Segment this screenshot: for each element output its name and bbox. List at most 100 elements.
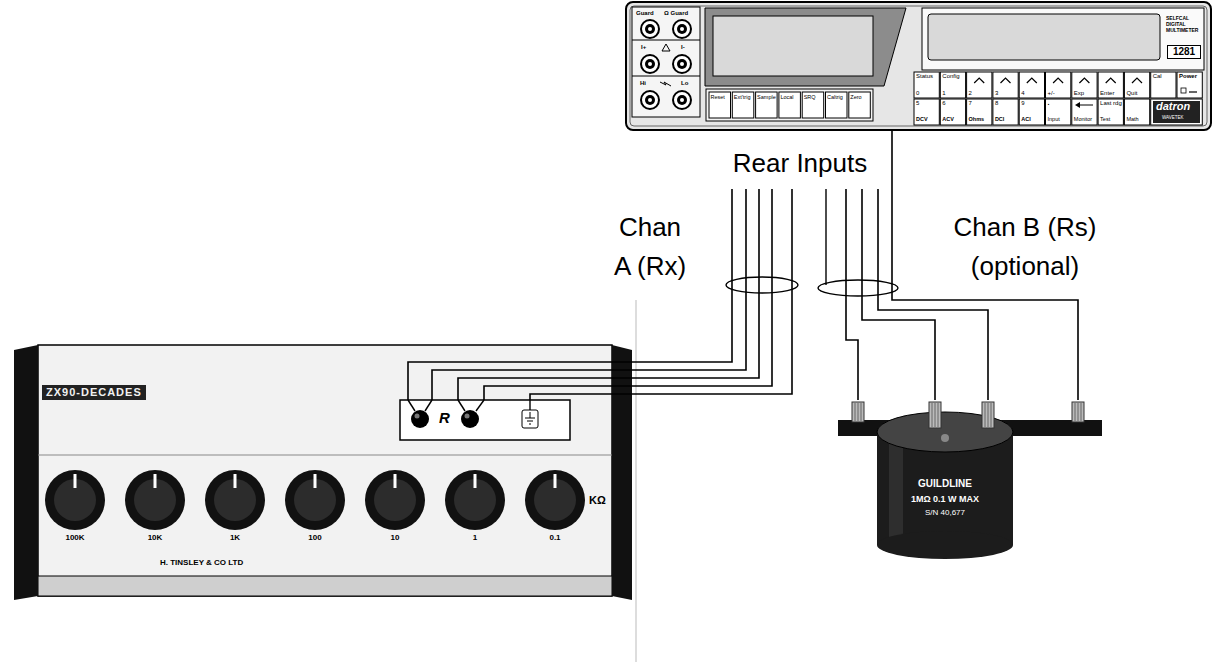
key-symbol-part <box>1181 88 1186 93</box>
keypad-key-part <box>1019 72 1044 98</box>
keypad-key-part <box>1046 72 1071 98</box>
key-label: Local <box>780 94 793 100</box>
key-label: Ext'trig <box>734 94 751 100</box>
maker-logo <box>1151 99 1203 125</box>
terminal-plate-part <box>458 400 465 411</box>
input-terminal-part <box>677 24 687 34</box>
brand-name: GUILDLINE <box>880 478 1010 490</box>
decade-dial-part <box>125 470 185 530</box>
keypad-key-part <box>1046 99 1071 125</box>
function-key-part <box>756 92 778 118</box>
cursor-chevron-part <box>1053 78 1063 83</box>
maker-logo-part <box>1151 99 1203 125</box>
input-terminal-part <box>680 27 684 31</box>
key-label-slot: Exp <box>1074 90 1084 97</box>
decade-dial-part <box>74 474 77 488</box>
key-label: Reset <box>711 94 725 100</box>
key-label-slot: DCV <box>916 116 928 122</box>
key-label: ACI <box>1021 116 1030 122</box>
keypad-key-part <box>1072 72 1097 98</box>
standard-resistor-body-part <box>982 402 994 428</box>
model-caption-slot: SELFCAL DIGITAL MULTIMETER <box>1166 16 1204 33</box>
cursor-chevron <box>974 78 1142 83</box>
key-label: Zero <box>850 94 861 100</box>
input-terminal-part <box>680 98 684 102</box>
function-key-part <box>849 92 871 118</box>
key-label-slot: 0 <box>916 90 919 97</box>
input-terminal-part <box>677 95 687 105</box>
logo-text: datron <box>1156 100 1190 113</box>
channel-label: Chan B (Rs) (optional) <box>945 208 1105 286</box>
wire <box>432 130 746 400</box>
decade-dial <box>45 470 585 530</box>
dial-label: 1K <box>205 533 265 542</box>
key-label-slot: Quit <box>1126 90 1137 97</box>
channel-label: Chan A (Rx) <box>610 208 690 286</box>
terminal-label: I+ <box>641 44 646 51</box>
standard-resistor-body-part <box>1075 403 1076 421</box>
terminal-plate-part <box>461 410 479 428</box>
terminal-letter-slot: R <box>439 409 450 426</box>
key-label: 8 <box>995 100 998 107</box>
standard-resistor-body-part <box>991 403 992 427</box>
dial-label-slot: 100K <box>45 533 105 542</box>
key-label-slot: Caltrig <box>827 94 843 100</box>
dial-label-slot: 1 <box>445 533 505 542</box>
input-terminal-part <box>641 20 659 38</box>
rating-label: 1MΩ 0.1 W MAX <box>880 494 1010 504</box>
terminal-plate-part <box>408 400 415 411</box>
photo-seam-part <box>636 300 637 662</box>
input-terminal <box>641 20 691 109</box>
key-label-slot: Ext'trig <box>734 94 751 100</box>
decade-dial-part <box>205 470 265 530</box>
model-number: 1281 <box>1167 45 1201 59</box>
function-key-part <box>732 92 754 118</box>
key-label-slot: Local <box>780 94 793 100</box>
function-key-part <box>709 92 731 118</box>
terminal-plate-part <box>400 400 570 440</box>
standard-resistor-body-part <box>929 402 941 428</box>
key-label-slot: 7 <box>969 100 972 107</box>
keypad-key-part <box>1177 72 1202 98</box>
input-terminal-part <box>641 55 659 73</box>
standard-resistor-body-part <box>932 403 933 427</box>
terminal-plate-part <box>529 424 531 425</box>
key-label: Cal <box>1153 73 1162 80</box>
standard-resistor: GUILDLINE1MΩ 0.1 W MAXS/N 40,677 <box>835 400 1105 550</box>
key-symbol-part <box>1189 91 1197 92</box>
terminal-plate-part <box>465 414 470 419</box>
multimeter-housing <box>626 2 1211 130</box>
terminal-label-slot: Hi <box>640 80 646 87</box>
dial-label-slot: 10 <box>365 533 425 542</box>
key-symbol-part <box>1078 105 1093 106</box>
key-label: Status <box>916 73 933 80</box>
function-key-part <box>706 89 873 121</box>
key-label-slot: ACV <box>942 116 954 122</box>
decade-box: ZX90-DECADESH. TINSLEY & CO LTDR <box>10 345 635 600</box>
dial-label-slot: 1K <box>205 533 265 542</box>
multimeter: SELFCAL DIGITAL MULTIMETER 1281 <box>625 2 1212 130</box>
key-label: Math <box>1126 116 1138 122</box>
function-key-part <box>802 92 824 118</box>
function-key-part <box>826 92 848 118</box>
key-label-slot: 9 <box>1021 100 1024 107</box>
key-label-slot: Cal <box>1153 73 1162 80</box>
key-label-slot: . <box>1048 99 1050 107</box>
standard-resistor-body-part <box>1078 403 1079 421</box>
key-label: Exp <box>1074 90 1084 97</box>
dial-label-slot: 100 <box>285 533 345 542</box>
decade-box-body-part <box>38 345 612 596</box>
maker-name-slot: H. TINSLEY & CO LTD <box>160 558 243 567</box>
key-label-slot: 1 <box>942 90 945 97</box>
model-number-slot: 1281 <box>1167 45 1201 59</box>
terminal-plate-part <box>527 421 533 422</box>
terminal-label: Lo <box>681 80 688 87</box>
key-symbol-part <box>1075 102 1080 108</box>
decade-box-body-part <box>38 576 612 596</box>
key-label-slot: DCI <box>995 116 1004 122</box>
keypad-key-part <box>1098 72 1123 98</box>
standard-resistor-body-part <box>852 402 864 422</box>
keypad-key-part <box>940 72 965 98</box>
key-label: 3 <box>995 90 998 97</box>
